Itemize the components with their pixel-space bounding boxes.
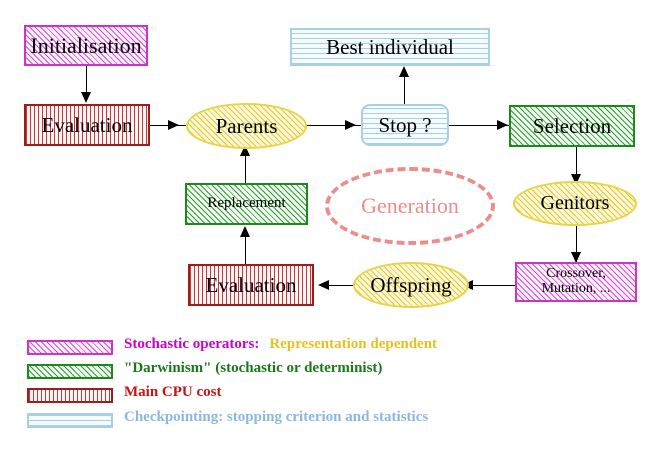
legend: Stochastic operators: Representation depe… <box>0 336 662 432</box>
node-best-individual[interactable]: Best individual <box>290 28 490 66</box>
node-best-individual-label: Best individual <box>326 34 454 59</box>
node-evaluation-top[interactable]: Evaluation <box>24 104 150 146</box>
node-parents-label: Parents <box>215 113 278 138</box>
legend-row-stochastic-operators: Stochastic operators: Representation depe… <box>0 336 662 360</box>
connector-stop-to-best-individual <box>404 68 405 104</box>
connector-parents-to-stop <box>306 125 362 126</box>
node-stop-label: Stop ? <box>378 112 432 137</box>
node-offspring[interactable]: Offspring <box>353 262 469 308</box>
node-evaluation-bottom[interactable]: Evaluation <box>188 264 314 306</box>
node-crossover-mutation-label-line2: Mutation, ... <box>541 281 611 296</box>
legend-swatch-red-vertical-stripes <box>27 388 113 403</box>
node-replacement[interactable]: Replacement <box>185 183 308 225</box>
arrowhead-up-parents <box>240 145 250 156</box>
arrowhead-right-stop <box>345 120 356 130</box>
arrowhead-down-crossover <box>571 252 581 263</box>
node-evaluation-bottom-label: Evaluation <box>205 272 297 297</box>
connector-selection-to-genitors <box>576 147 577 180</box>
legend-label-stochastic-operators-text: Stochastic operators: <box>124 336 260 352</box>
arrowhead-left-evaluation-bottom <box>318 280 329 290</box>
node-parents[interactable]: Parents <box>186 103 307 149</box>
legend-row-darwinism: "Darwinism" (stochastic or determinist) <box>0 360 662 384</box>
legend-swatch-blue-horizontal-lines <box>27 413 113 428</box>
node-crossover-mutation[interactable]: Crossover, Mutation, ... <box>515 262 637 302</box>
legend-label-representation-dependent: Representation dependent <box>269 336 438 352</box>
arrowhead-up-best-individual <box>399 66 409 77</box>
legend-label-stochastic-operators: Stochastic operators: Representation depe… <box>124 336 437 353</box>
connector-initialisation-to-evaluation <box>86 66 87 96</box>
connector-crossover-to-offspring <box>462 285 516 286</box>
connector-stop-to-selection <box>449 125 515 126</box>
connector-genitors-to-crossover <box>576 225 577 263</box>
legend-row-checkpointing: Checkpointing: stopping criterion and st… <box>0 408 662 432</box>
arrowhead-right-selection <box>497 120 508 130</box>
node-initialisation-label: Initialisation <box>30 32 142 58</box>
legend-label-checkpointing: Checkpointing: stopping criterion and st… <box>124 409 429 425</box>
node-selection[interactable]: Selection <box>509 105 635 147</box>
node-stop[interactable]: Stop ? <box>361 104 449 146</box>
arrowhead-up-replacement <box>240 226 250 237</box>
node-offspring-label: Offspring <box>370 272 452 297</box>
node-replacement-label: Replacement <box>207 195 286 212</box>
legend-swatch-green-diagonal-hatch <box>27 364 113 379</box>
node-initialisation[interactable]: Initialisation <box>24 25 148 66</box>
legend-swatch-magenta-diagonal-hatch <box>27 340 113 355</box>
connector-replacement-to-parents <box>245 147 246 183</box>
node-generation-label: Generation <box>361 193 459 218</box>
arrowhead-down-genitors <box>571 174 581 185</box>
connector-offspring-to-evaluation <box>320 285 356 286</box>
legend-label-main-cpu-cost: Main CPU cost <box>124 384 222 400</box>
legend-row-main-cpu-cost: Main CPU cost <box>0 384 662 408</box>
node-genitors[interactable]: Genitors <box>513 181 637 226</box>
legend-label-darwinism: "Darwinism" (stochastic or determinist) <box>124 360 383 376</box>
node-selection-label: Selection <box>532 113 612 138</box>
node-evaluation-top-label: Evaluation <box>41 112 133 137</box>
node-generation: Generation <box>325 167 495 245</box>
connector-evaluation-to-replacement <box>245 228 246 264</box>
arrowhead-right-parents <box>168 120 179 130</box>
node-genitors-label: Genitors <box>540 192 610 214</box>
arrowhead-down-evaluation-top <box>81 92 91 103</box>
node-crossover-mutation-label-line1: Crossover, <box>546 266 606 282</box>
